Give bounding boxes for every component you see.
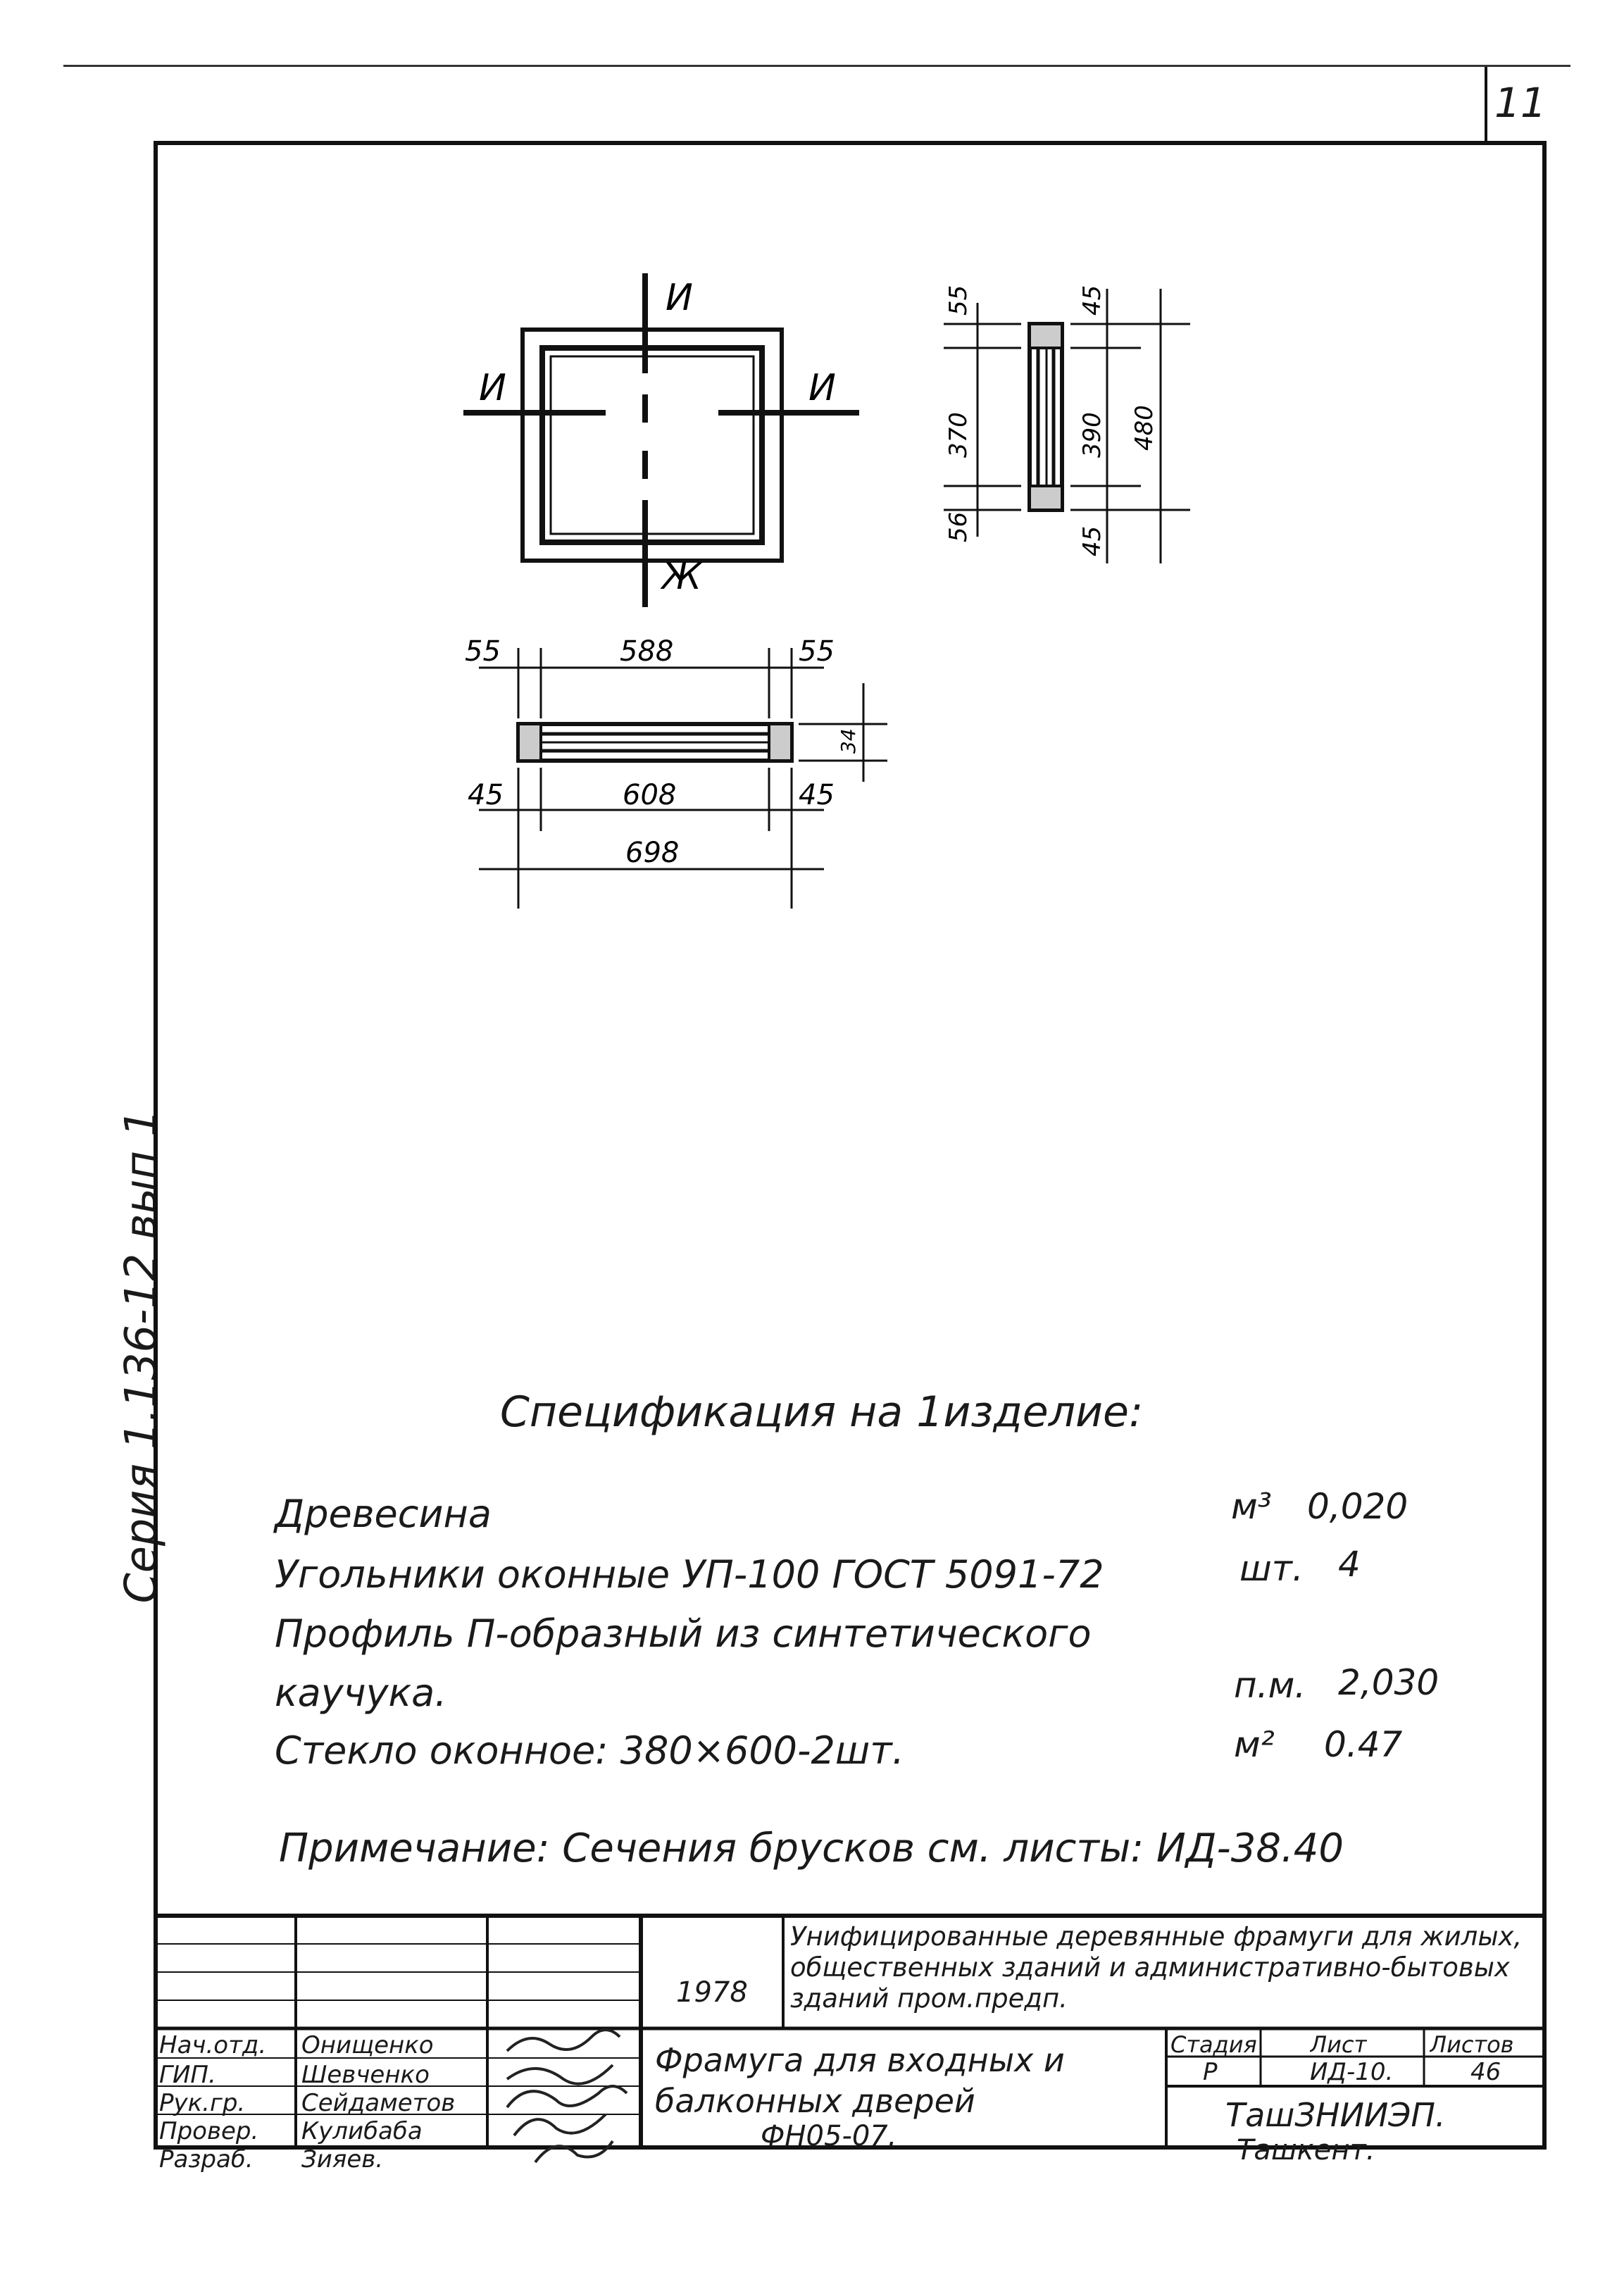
- tb-city: Ташкент.: [1237, 2134, 1375, 2166]
- tb-drawing-title-3: ФН05-07.: [761, 2120, 897, 2152]
- tb-drawing-title-1: Фрамуга для входных и: [655, 2041, 1065, 2079]
- side-dim-bottom-left: 56: [944, 512, 973, 542]
- tb-stage-value: Р: [1203, 2058, 1218, 2086]
- spec-row-4-name: каучука.: [275, 1671, 447, 1715]
- tb-project-title: Унифицированные деревянные фрамуги для ж…: [790, 1921, 1523, 2014]
- spec-row-5-name: Стекло оконное: 380×600-2шт.: [275, 1728, 904, 1773]
- tb-stage-header: Стадия: [1170, 2031, 1257, 2058]
- spec-row-1-unit: м³: [1231, 1486, 1272, 1527]
- plan-dim-top-right: 55: [799, 635, 835, 668]
- spec-row-2-name: Угольники оконные УП-100 ГОСТ 5091-72: [275, 1552, 1104, 1597]
- plan-dim-overall: 698: [625, 837, 679, 869]
- section-mark-bottom: Ж: [660, 556, 703, 598]
- tb-organization: ТашЗНИИЭП.: [1225, 2096, 1446, 2134]
- plan-dim-top-mid: 588: [620, 635, 673, 668]
- tb-year: 1978: [676, 1976, 748, 2009]
- tb-role-3: Рук.гр.: [159, 2089, 246, 2117]
- tb-name-4: Кулибаба: [301, 2117, 423, 2145]
- frame-drawing: И И И Ж 55 370 56 45 390 45 480: [463, 273, 1190, 909]
- section-mark-left: И: [479, 367, 506, 409]
- signatures: [506, 2028, 628, 2164]
- spec-row-1-name: Древесина: [275, 1492, 492, 1536]
- tb-sheets-header: Листов: [1430, 2031, 1514, 2058]
- tb-name-5: Зияев.: [301, 2145, 384, 2173]
- plan-dim-thickness: 34: [837, 728, 860, 754]
- spec-row-2-value: 4: [1338, 1544, 1361, 1585]
- section-mark-top: И: [666, 277, 693, 319]
- tb-sheets-value: 46: [1470, 2058, 1501, 2086]
- front-view: [463, 273, 859, 607]
- plan-dim-bottom-mid: 608: [623, 779, 676, 811]
- page-number: 11: [1494, 79, 1547, 127]
- tb-name-3: Сейдаметов: [301, 2089, 456, 2117]
- side-dim-overall: 480: [1130, 405, 1158, 451]
- tb-role-4: Провер.: [159, 2117, 259, 2145]
- tb-name-1: Онищенко: [301, 2031, 434, 2059]
- plan-dim-bottom-left: 45: [468, 779, 504, 811]
- tb-name-2: Шевченко: [301, 2061, 430, 2089]
- side-dim-mid-left: 370: [944, 412, 973, 458]
- tb-sheet-header: Лист: [1310, 2031, 1368, 2058]
- page-number-box: [1485, 65, 1552, 144]
- spec-row-5-value: 0.47: [1324, 1724, 1403, 1765]
- section-mark-right: И: [808, 367, 836, 409]
- plan-dim-top-left: 55: [465, 635, 501, 668]
- plan-section: [479, 648, 887, 909]
- spec-row-4-value: 2,030: [1338, 1662, 1439, 1703]
- top-rule: [63, 65, 1570, 67]
- tb-sheet-value: ИД-10.: [1310, 2058, 1394, 2086]
- side-section: [944, 289, 1190, 563]
- spec-row-5-unit: м²: [1234, 1724, 1275, 1765]
- tb-role-1: Нач.отд.: [159, 2031, 267, 2059]
- spec-row-2-unit: шт.: [1239, 1548, 1304, 1589]
- spec-title: Спецификация на 1изделие:: [500, 1387, 1144, 1437]
- sheet-frame: [154, 141, 1547, 2150]
- side-dim-top-left: 55: [944, 285, 973, 316]
- tb-role-5: Разраб.: [159, 2145, 254, 2173]
- plan-dim-bottom-right: 45: [799, 779, 835, 811]
- side-dim-mid-right: 390: [1078, 412, 1106, 458]
- side-dim-bottom-right: 45: [1078, 526, 1106, 556]
- spec-row-4-unit: п.м.: [1234, 1665, 1306, 1706]
- tb-drawing-title-2: балконных дверей: [655, 2082, 975, 2120]
- spec-note: Примечание: Сечения брусков см. листы: И…: [279, 1826, 1344, 1871]
- spec-row-1-value: 0,020: [1307, 1486, 1408, 1527]
- spec-row-3-name: Профиль П-образный из синтетического: [275, 1611, 1092, 1656]
- side-dim-top-right: 45: [1078, 285, 1106, 316]
- tb-role-2: ГИП.: [159, 2061, 216, 2089]
